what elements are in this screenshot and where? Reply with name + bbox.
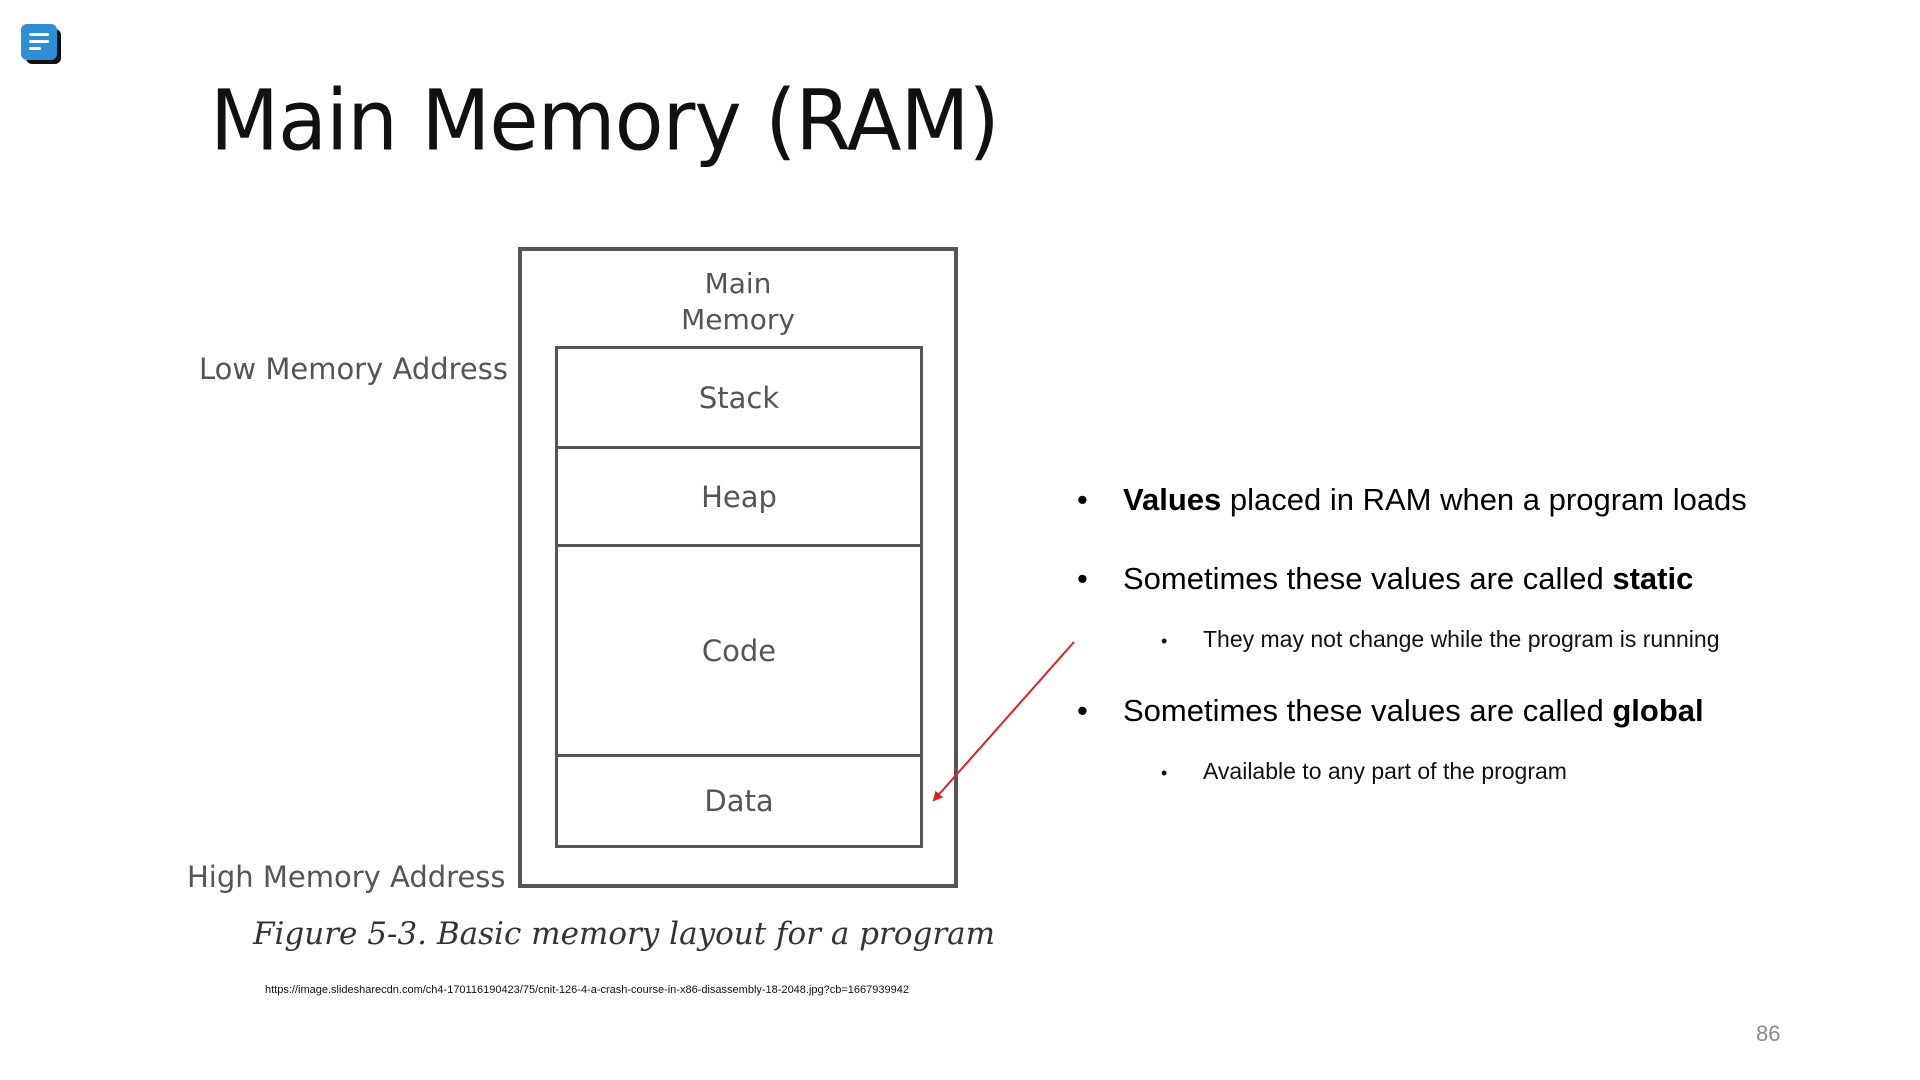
sub-bullet-text: Available to any part of the program: [1203, 758, 1567, 784]
high-memory-address-label: High Memory Address: [187, 860, 506, 894]
bullet-dot: •: [1077, 482, 1088, 517]
sub-bullet-dot: •: [1161, 631, 1168, 651]
page-number: 86: [1756, 1021, 1781, 1046]
box-title-line2: Memory: [681, 303, 795, 336]
bullet-text: Sometimes these values are called: [1123, 561, 1613, 596]
data-segment: Data: [555, 754, 923, 848]
bullet-dot: •: [1077, 693, 1088, 728]
heap-segment: Heap: [555, 446, 923, 547]
main-memory-box-title: Main Memory: [518, 266, 958, 338]
bullet-bold-text: Values: [1123, 482, 1222, 517]
code-segment: Code: [555, 544, 923, 757]
bullet-text: placed in RAM when a program loads: [1221, 482, 1747, 517]
main-memory-box: [518, 247, 958, 888]
bullet-bold-text: static: [1612, 561, 1694, 596]
stack-segment: Stack: [555, 346, 923, 449]
source-url[interactable]: https://image.slidesharecdn.com/ch4-1701…: [265, 984, 909, 996]
document-lines-icon[interactable]: [21, 24, 63, 66]
box-title-line1: Main: [704, 267, 772, 300]
slide-title: Main Memory (RAM): [210, 72, 1000, 170]
sub-bullet-dot: •: [1161, 763, 1168, 783]
figure-caption: Figure 5-3. Basic memory layout for a pr…: [253, 916, 996, 952]
bullet-dot: •: [1077, 561, 1088, 596]
bullet-text: Sometimes these values are called: [1123, 693, 1613, 728]
sub-bullet-text: They may not change while the program is…: [1203, 626, 1720, 652]
bullet-bold-text: global: [1612, 693, 1704, 728]
low-memory-address-label: Low Memory Address: [199, 352, 508, 386]
